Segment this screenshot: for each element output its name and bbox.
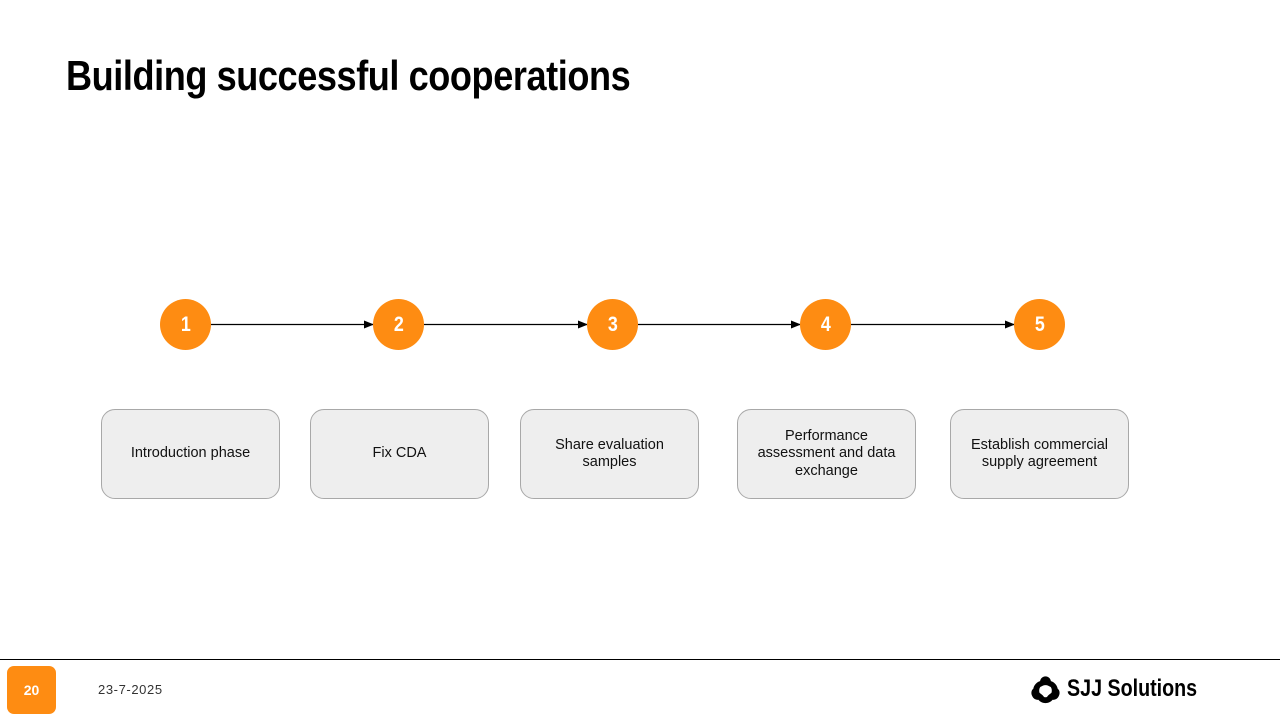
step-number-label: 5 xyxy=(1034,312,1045,336)
step-label: Performance assessment and data exchange xyxy=(757,427,896,479)
brand-logo: SJJ Solutions xyxy=(1030,673,1226,705)
page-number-badge: 20 xyxy=(7,666,56,714)
step-label: Fix CDA xyxy=(372,445,427,462)
step-number-5: 5 xyxy=(1014,299,1065,350)
step-box-introduction: Introduction phase xyxy=(101,409,280,499)
brand-name: SJJ Solutions xyxy=(1067,675,1198,702)
step-label: Introduction phase xyxy=(130,445,251,462)
sjj-logo-icon xyxy=(1031,675,1060,703)
step-number-label: 1 xyxy=(180,312,191,336)
step-number-1: 1 xyxy=(160,299,211,350)
step-number-3: 3 xyxy=(587,299,638,350)
step-box-supply-agreement: Establish commercial supply agreement xyxy=(950,409,1129,499)
step-number-label: 3 xyxy=(607,312,618,336)
step-box-performance-assessment: Performance assessment and data exchange xyxy=(737,409,916,499)
step-label: Establish commercial supply agreement xyxy=(971,436,1108,471)
step-number-label: 2 xyxy=(393,312,404,336)
step-box-fix-cda: Fix CDA xyxy=(310,409,489,499)
step-label: Share evaluation samples xyxy=(555,436,664,471)
step-box-share-samples: Share evaluation samples xyxy=(520,409,699,499)
slide-title: Building successful cooperations xyxy=(66,52,631,99)
step-number-4: 4 xyxy=(800,299,851,350)
step-number-2: 2 xyxy=(373,299,424,350)
footer-date: 23-7-2025 xyxy=(98,682,163,697)
step-number-label: 4 xyxy=(820,312,831,336)
page-number: 20 xyxy=(23,682,40,698)
footer-divider xyxy=(0,659,1280,660)
